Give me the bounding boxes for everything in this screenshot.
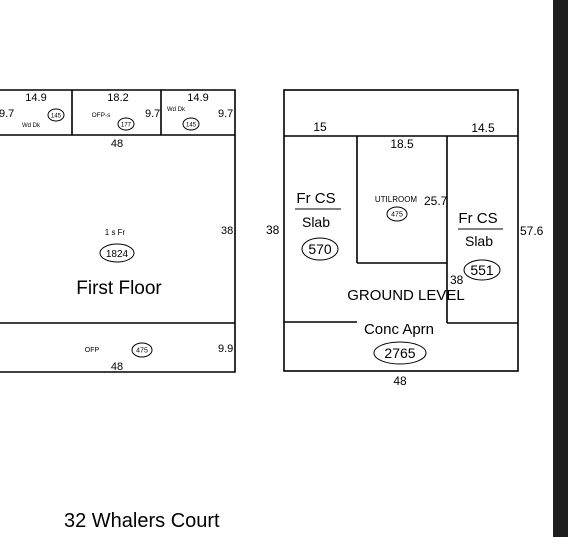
area-oval-ofp-s (117, 117, 135, 131)
left-room-type: Fr CS (296, 190, 335, 207)
right-room-type: Fr CS (458, 210, 497, 227)
ground-level-title: GROUND LEVEL (347, 287, 465, 304)
dim-wd-dk-right-depth: 9.7 (218, 108, 233, 120)
first-floor-outline (0, 89, 236, 373)
ground-level-plan: 15 18.5 14.5 38 57.6 Fr CS Slab 570 UTIL… (266, 89, 544, 388)
room-label-ofp: OFP (85, 347, 100, 354)
area-oval-1-s-fr (99, 243, 135, 263)
dim-porch-height: 9.9 (218, 343, 233, 355)
room-label-conc-aprn: Conc Aprn (364, 321, 434, 338)
area-oval-wd-dk-left (47, 108, 65, 122)
dim-util-width: 18.5 (390, 137, 414, 151)
room-label-ofp-s: OFP-s (92, 112, 112, 119)
dim-util-depth: 25.7 (424, 194, 448, 208)
room-label-1-s-fr: 1 s Fr (105, 228, 126, 237)
dim-ofp-s-width: 18.2 (107, 92, 128, 104)
floor-plan-sketch: 14.9 18.2 14.9 9.7 9.7 9.7 Wd Dk 145 OFP… (0, 89, 544, 388)
area-1-s-fr: 1824 (106, 249, 129, 260)
area-right-room: 551 (470, 262, 494, 278)
ground-level-outline (283, 89, 519, 372)
dim-ground-width-bottom: 48 (393, 374, 407, 388)
area-oval-right-room (463, 259, 501, 281)
room-label-wd-dk-left: Wd Dk (22, 123, 41, 129)
room-label-wd-dk-right: Wd Dk (167, 107, 186, 113)
area-oval-left-room (301, 237, 339, 261)
dim-wd-dk-left-depth: 9.7 (0, 108, 14, 120)
area-ofp-s: 177 (121, 123, 132, 129)
area-ofp: 475 (136, 348, 148, 355)
area-conc-aprn: 2765 (384, 345, 415, 361)
dim-right-room-width: 14.5 (471, 121, 495, 135)
area-wd-dk-right: 145 (186, 123, 197, 129)
left-room-foundation: Slab (302, 214, 330, 230)
dim-left-height: 38 (266, 223, 280, 237)
area-left-room: 570 (308, 241, 332, 257)
dim-left-room-width: 15 (313, 120, 327, 134)
first-floor-plan: 14.9 18.2 14.9 9.7 9.7 9.7 Wd Dk 145 OFP… (0, 89, 236, 373)
dim-wd-dk-left-width: 14.9 (25, 92, 46, 104)
property-address: 32 Whalers Court (64, 510, 220, 532)
dim-right-room-height: 38 (450, 273, 464, 287)
right-edge-bar (553, 0, 568, 537)
dim-right-height: 57.6 (520, 224, 544, 238)
area-oval-conc-aprn (373, 341, 427, 365)
area-utilroom: 475 (391, 212, 403, 219)
dim-wd-dk-right-width: 14.9 (187, 92, 208, 104)
dim-main-width-bottom: 48 (111, 361, 123, 373)
area-oval-wd-dk-right (182, 117, 200, 131)
dim-ofp-s-depth: 9.7 (145, 108, 160, 120)
area-oval-utilroom (386, 206, 408, 222)
right-room-foundation: Slab (465, 233, 493, 249)
room-label-utilroom: UTILROOM (375, 195, 418, 204)
area-wd-dk-left: 145 (51, 114, 62, 120)
first-floor-title: First Floor (76, 278, 162, 299)
dim-main-width-top: 48 (111, 138, 123, 150)
dim-main-height: 38 (221, 225, 233, 237)
area-oval-ofp (131, 342, 153, 358)
